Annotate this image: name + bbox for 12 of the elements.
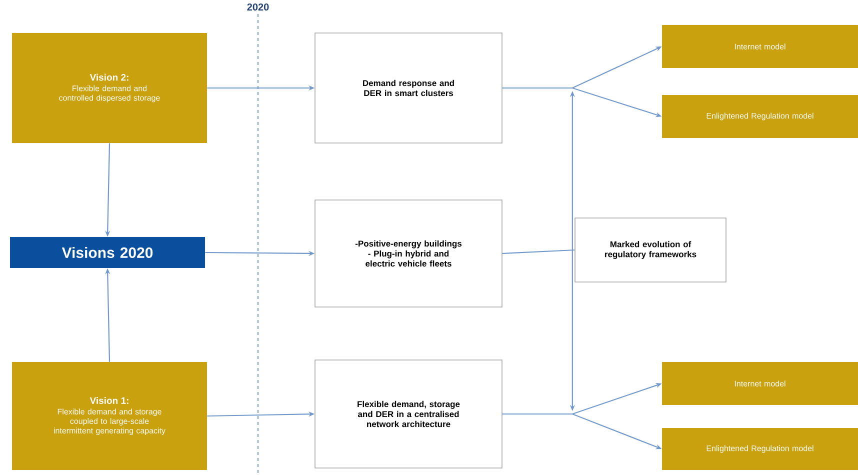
outcome-box: Enlightened Regulation model	[662, 95, 858, 138]
process-box: -Positive-energy buildings - Plug-in hybrid and electric vehicle fleets	[314, 200, 502, 308]
process-box: Flexible demand, storage and DER in a centralised network architecture	[314, 360, 502, 468]
year-label: 2020	[247, 3, 269, 11]
outcome-box: Enlightened Regulation model	[662, 428, 858, 470]
process-box: Demand response and DER in smart clusters	[314, 32, 502, 144]
outcome-box: Internet model	[662, 25, 858, 68]
process-box: Marked evolution of regulatory frameworks	[574, 218, 726, 282]
outcome-box: Internet model	[662, 362, 858, 405]
vision-box: Vision 1: Flexible demand and storage coupled to large-scale intermittent generating capacity	[12, 362, 207, 470]
title-box: Visions 2020	[10, 237, 205, 268]
vision-box: Vision 2: Flexible demand and controlled dispersed storage	[12, 33, 207, 143]
